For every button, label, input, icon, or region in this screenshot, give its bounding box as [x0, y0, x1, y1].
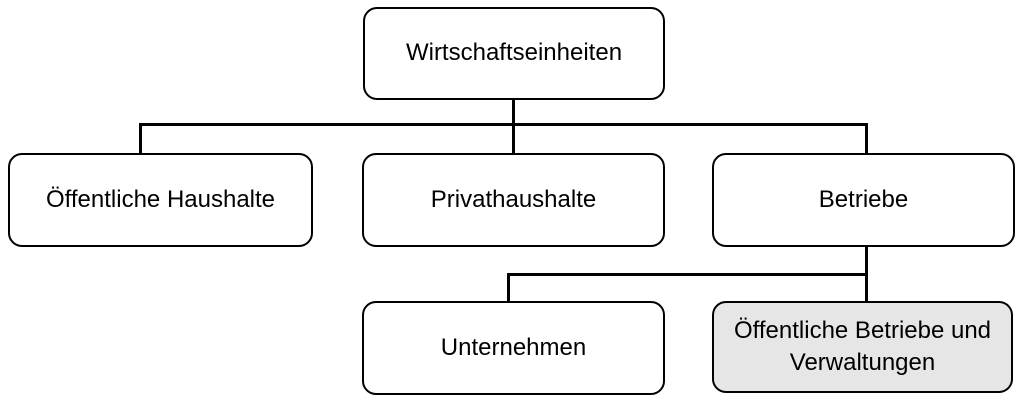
connector-public-households-drop — [139, 123, 142, 155]
connector-enterprises-drop — [865, 123, 868, 155]
node-oeffentliche-haushalte: Öffentliche Haushalte — [8, 153, 313, 247]
node-privathaushalte: Privathaushalte — [362, 153, 665, 247]
node-label: Betriebe — [818, 185, 909, 213]
node-label: Privathaushalte — [430, 185, 597, 213]
connector-companies-drop — [507, 273, 510, 302]
connector-level1-horizontal — [139, 123, 868, 126]
connector-root-down — [512, 100, 515, 153]
node-unternehmen: Unternehmen — [362, 301, 665, 395]
node-label: Unternehmen — [440, 333, 587, 361]
node-label: Wirtschaftseinheiten — [405, 39, 623, 67]
node-wirtschaftseinheiten: Wirtschaftseinheiten — [363, 7, 665, 100]
connector-level2-horizontal — [507, 273, 868, 276]
node-betriebe: Betriebe — [712, 153, 1015, 247]
node-label: Öffentliche Haushalte — [45, 185, 276, 213]
node-oeffentliche-betriebe-und-verwaltungen: Öffentliche Betriebe und Verwaltungen — [712, 301, 1013, 393]
node-label: Öffentliche Betriebe und Verwaltungen — [733, 316, 992, 376]
